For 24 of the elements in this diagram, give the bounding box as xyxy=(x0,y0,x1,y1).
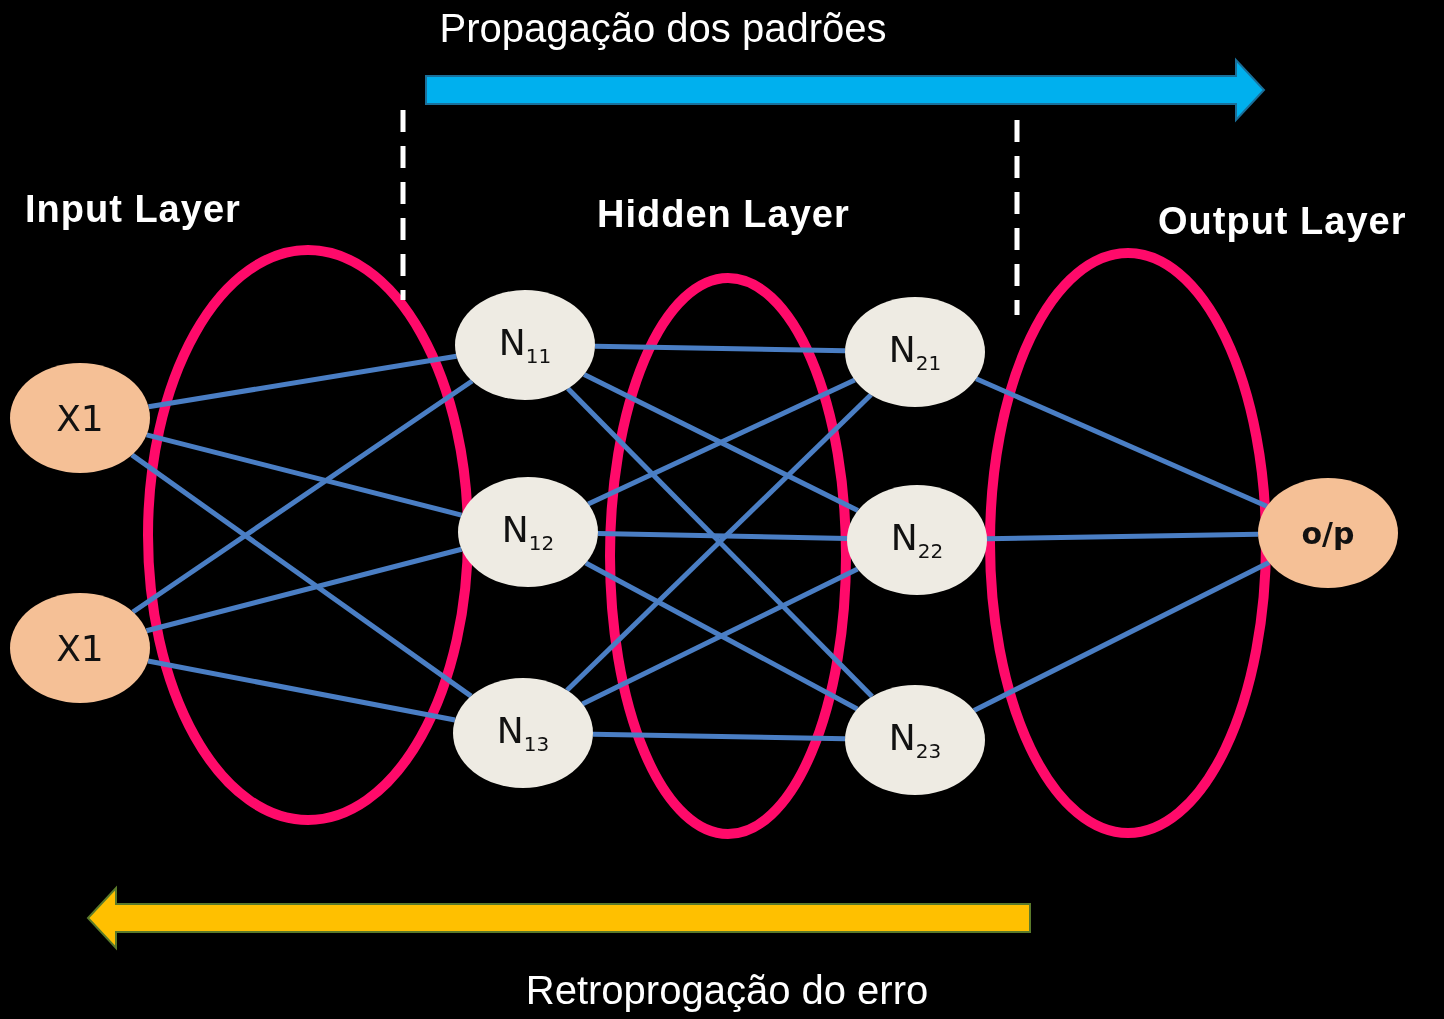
connection-line xyxy=(145,546,463,634)
connection-line xyxy=(597,530,848,542)
flow-direction-label: Propagação dos padrões xyxy=(439,6,887,51)
flow-direction-label: Retroprogação do erro xyxy=(525,968,929,1013)
connection-line xyxy=(147,658,456,723)
neuron-label: o/p xyxy=(1301,515,1355,551)
connection-line xyxy=(146,432,463,518)
neuron-label: X1 xyxy=(56,627,104,669)
neuron-label: N$_{11}$ xyxy=(498,321,552,369)
neuron-label: N$_{21}$ xyxy=(888,328,942,376)
layer-title: Output Layer xyxy=(1158,200,1407,243)
layer-title: Input Layer xyxy=(25,188,241,231)
neuron-label: N$_{13}$ xyxy=(496,709,550,757)
connection-line xyxy=(130,452,473,699)
neuron-label: N$_{22}$ xyxy=(890,516,944,564)
connection-line xyxy=(131,378,474,615)
neuron-label: N$_{23}$ xyxy=(888,716,942,764)
layer-title: Hidden Layer xyxy=(597,193,850,236)
connection-line xyxy=(592,731,846,742)
connection-line xyxy=(986,531,1259,542)
neuron-label: X1 xyxy=(56,397,104,439)
neuron-label: N$_{12}$ xyxy=(501,508,555,556)
connection-line xyxy=(148,353,457,410)
connection-line xyxy=(594,343,846,354)
